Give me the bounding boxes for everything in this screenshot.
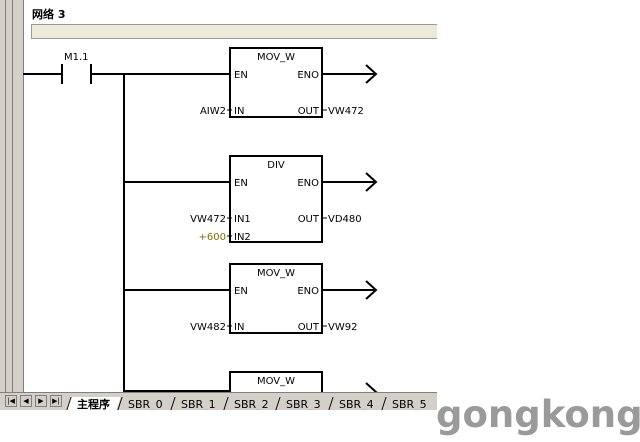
mov-w-block-1[interactable]: MOV_W EN ENO IN OUT AIW2 VW472 — [200, 47, 378, 118]
en-pin: EN — [234, 70, 248, 81]
normally-open-contact[interactable]: M1.1 — [61, 52, 92, 84]
in2-pin: IN2 — [234, 232, 251, 243]
tab-sbr-2[interactable]: SBR_2 — [222, 397, 279, 410]
contact-label: M1.1 — [64, 52, 89, 63]
network-comment-field[interactable] — [31, 24, 437, 39]
eno-arrow-icon — [365, 64, 378, 84]
out-pin: OUT — [298, 106, 320, 117]
input-operand: VW482 — [190, 322, 226, 333]
eno-pin: ENO — [297, 286, 319, 297]
network-title: 网络 3 — [32, 8, 66, 21]
output-operand: VW472 — [328, 106, 364, 117]
block-title: MOV_W — [257, 376, 295, 387]
div-block[interactable]: DIV EN ENO IN1 IN2 OUT VW472 +600 VD480 — [190, 155, 378, 243]
pou-tabs: 主程序 SBR_0 SBR_1 SBR_2 SBR_3 SBR_4 SBR_5 — [65, 393, 437, 410]
out-pin: OUT — [298, 214, 320, 225]
block-title: MOV_W — [257, 52, 295, 63]
tab-sbr-5[interactable]: SBR_5 — [380, 397, 437, 410]
eno-arrow-icon — [365, 382, 378, 392]
network-margin — [0, 0, 24, 392]
tab-sbr-4[interactable]: SBR_4 — [327, 397, 385, 410]
output-operand: VW92 — [328, 322, 357, 333]
ladder-diagram: M1.1 MOV_W EN ENO IN OUT AIW2 VW472 DIV — [23, 47, 378, 392]
empty-area — [437, 0, 640, 442]
pou-tab-bar: |◀ ◀ ▶ ▶| 主程序 SBR_0 SBR_1 SBR_2 SBR_3 SB… — [0, 392, 437, 410]
eno-arrow-icon — [365, 172, 378, 192]
block-title: MOV_W — [257, 268, 295, 279]
prev-tab-button[interactable]: ◀ — [20, 395, 32, 407]
tab-sbr-0[interactable]: SBR_0 — [116, 397, 174, 410]
ladder-editor[interactable]: 网络 3 M1.1 MOV_W EN ENO IN OUT AIW2 VW47 — [0, 0, 437, 392]
eno-arrow-icon — [365, 280, 378, 300]
tab-main-program[interactable]: 主程序 — [65, 397, 121, 410]
mov-w-block-3[interactable]: MOV_W — [229, 371, 378, 392]
in-pin: IN — [234, 106, 244, 117]
next-tab-button[interactable]: ▶ — [35, 395, 47, 407]
input-operand: AIW2 — [200, 106, 226, 117]
last-tab-button[interactable]: ▶| — [50, 395, 62, 407]
in1-pin: IN1 — [234, 214, 251, 225]
mov-w-block-2[interactable]: MOV_W EN ENO IN OUT VW482 VW92 — [190, 263, 378, 334]
in-pin: IN — [234, 322, 244, 333]
constant-operand: +600 — [199, 232, 226, 243]
block-title: DIV — [267, 160, 285, 171]
first-tab-button[interactable]: |◀ — [5, 395, 17, 407]
tab-sbr-1[interactable]: SBR_1 — [169, 397, 227, 410]
eno-pin: ENO — [297, 178, 319, 189]
input-operand: VW472 — [190, 214, 226, 225]
out-pin: OUT — [298, 322, 320, 333]
en-pin: EN — [234, 178, 248, 189]
watermark-logo: gongkong — [436, 393, 640, 436]
output-operand: VD480 — [328, 214, 362, 225]
tab-sbr-3[interactable]: SBR_3 — [274, 397, 332, 410]
en-pin: EN — [234, 286, 248, 297]
eno-pin: ENO — [297, 70, 319, 81]
